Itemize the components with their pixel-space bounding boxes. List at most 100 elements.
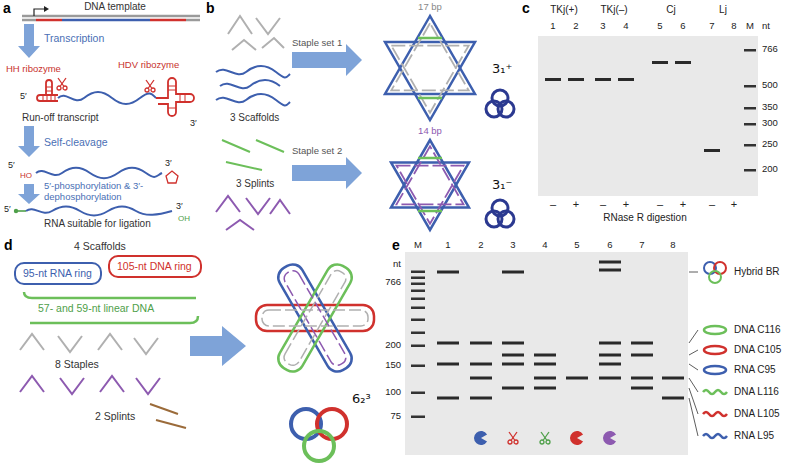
knot-loop (498, 211, 514, 227)
treatment-sign: + (680, 198, 686, 211)
scissors-icon (540, 432, 550, 444)
marker-size: 250 (762, 139, 778, 150)
ring-box: 95-nt RNA ring (14, 262, 102, 285)
scaffold-strands (216, 66, 290, 106)
linear-dna (24, 292, 198, 323)
marker-size: 766 (385, 277, 401, 288)
ring (709, 271, 721, 283)
treatment-label: RNase R digestion (603, 212, 686, 224)
exonuclease-icon (570, 431, 583, 445)
component-label: 3 Splints (236, 178, 274, 190)
lane-number: 3 (600, 21, 605, 32)
staple-path (397, 166, 464, 224)
lane-group: TKj(+) (550, 4, 578, 16)
dna-strand (22, 19, 36, 22)
staple-strands (228, 16, 284, 50)
lane-number: 7 (709, 21, 714, 32)
hh-ribozyme (37, 80, 58, 101)
staple-strands (20, 334, 158, 354)
unit-label: nt (393, 259, 401, 270)
band-label: DNA L116 (734, 386, 779, 398)
treatment-sign: – (550, 198, 556, 211)
marker-size: 300 (762, 118, 778, 129)
linear-icon (703, 390, 727, 394)
lane-number: 6 (607, 240, 612, 251)
cyclic-phosphate (166, 171, 178, 183)
ribozyme-label: HH ribozyme (6, 64, 61, 75)
marker-bands (411, 271, 425, 419)
treatment-sign: – (657, 198, 663, 211)
rna-ring-path (274, 260, 356, 375)
lane-number: 4 (542, 240, 547, 251)
step-arrow (18, 126, 40, 157)
lane-group: Cj (666, 4, 675, 16)
trefoil-icon (486, 200, 514, 227)
splint-strands (222, 140, 284, 170)
band-label: RNA L95 (734, 430, 774, 442)
treatment-sign: – (709, 198, 715, 211)
dna-ring-path (256, 305, 374, 331)
group-label: OH (178, 214, 190, 223)
lane-number: 5 (574, 240, 579, 251)
assembly-arrow (190, 326, 246, 366)
staple-path (397, 146, 464, 204)
staple-path (282, 268, 349, 368)
gel-bands (437, 261, 684, 400)
band-label: DNA C116 (734, 324, 781, 336)
box-text: 105-nt DNA ring (117, 260, 192, 273)
scissors-icon (57, 78, 67, 90)
ring (304, 431, 334, 461)
borromean-icon (291, 409, 347, 461)
lane-number: M (746, 21, 754, 32)
end-label: 3′ (165, 158, 172, 168)
step-label: Transcription (44, 32, 104, 44)
scaffold-path (391, 140, 469, 208)
arrow-label: Staple set 2 (292, 146, 342, 157)
component-label: 57- and 59-nt linear DNA (38, 302, 154, 314)
leader-lines (689, 272, 698, 436)
length-label: 14 bp (418, 126, 442, 137)
marker-size: 200 (385, 340, 401, 351)
staple-strands (20, 376, 160, 394)
panel-letter: c (522, 0, 530, 16)
end-label: 3′ (190, 118, 197, 128)
link-type: 6₂³ (352, 392, 371, 407)
ring-box: 105-nt DNA ring (108, 255, 202, 278)
group-label: HO (20, 171, 32, 180)
knot-type: 3₁⁻ (492, 178, 512, 193)
scissors-icon (145, 80, 155, 92)
lane-number: 4 (623, 21, 628, 32)
component-label: 4 Scaffolds (74, 240, 126, 252)
product-label: Run-off transcript (22, 112, 99, 124)
product-label: RNA suitable for ligation (44, 218, 151, 230)
rna-segment (62, 19, 150, 22)
marker-size: 766 (762, 44, 778, 55)
lane-number: 8 (670, 240, 675, 251)
component-label: 2 Splints (95, 410, 135, 422)
band-label: RNA C95 (734, 364, 776, 376)
end-label: 5′ (8, 160, 15, 170)
panel-letter: e (392, 237, 400, 253)
end-label: 5′ (20, 91, 27, 101)
splint-path (418, 158, 442, 211)
rna-strand (58, 92, 156, 104)
lane-number: 2 (478, 240, 483, 251)
exonuclease-icon (603, 431, 616, 445)
scaffold-path (391, 163, 469, 231)
promoter-arrow (34, 9, 44, 16)
lane-number: 6 (680, 21, 685, 32)
linear-dna-path (274, 260, 356, 375)
staple-path (282, 268, 349, 368)
ribozyme-label: HDV ribozyme (118, 60, 179, 71)
marker-bands (744, 49, 756, 172)
unit-label: nt (762, 21, 770, 32)
hybrid-ring-icon (704, 262, 726, 283)
lane-number: 7 (639, 240, 644, 251)
ribozyme-segment (150, 19, 186, 22)
lane-number: 1 (550, 21, 555, 32)
ring-icon (704, 346, 726, 354)
end-label: 5′ (4, 204, 11, 214)
lane-number: M (414, 240, 422, 251)
